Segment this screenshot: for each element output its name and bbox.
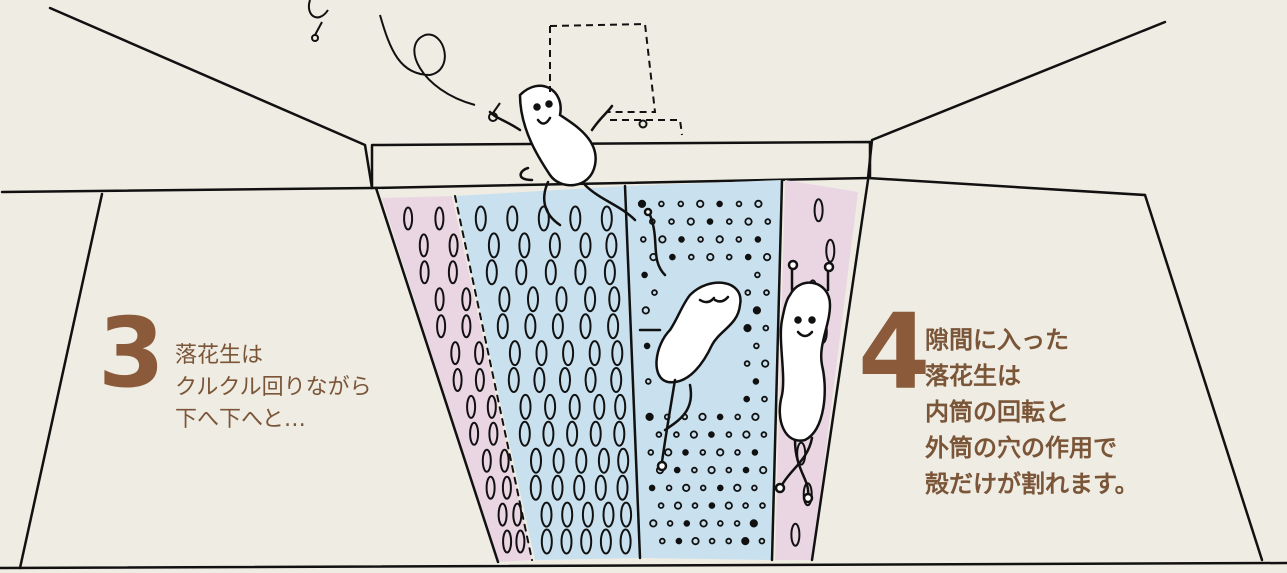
step-4-description: 隙間に入った 落花生は 内筒の回転と 外筒の穴の作用で 殻だけが割れます。 [925,322,1139,502]
dot [754,379,759,384]
step-4-line: 殻だけが割れます。 [925,466,1139,502]
dot [744,397,749,402]
dot [756,237,761,242]
dot [746,255,751,260]
step-3-line: 下へ下へと… [175,404,372,436]
step-3-number: 3 [98,305,165,401]
dot [718,486,723,491]
dot [683,450,688,455]
dot [717,202,722,207]
dot [718,415,723,420]
dot [646,414,652,420]
dot [677,539,682,544]
dot [708,219,713,224]
lid-rivet [640,121,647,128]
dot [709,432,714,437]
dashed-motion-box [550,24,682,135]
step-3-line: 落花生は [175,340,372,372]
dot [642,273,647,278]
dot [744,325,750,331]
step-3-line: クルクル回りながら [175,372,372,404]
dot [670,255,675,260]
dot [639,201,645,207]
dot [675,468,680,473]
dot [645,344,650,349]
swirl-motion-line [309,0,500,121]
dot [650,486,655,491]
step-4-line: 内筒の回転と [925,394,1139,430]
dot [754,307,760,313]
dot [684,521,689,526]
dot [710,503,715,508]
dot [753,450,758,455]
step-4-line: 落花生は [925,358,1139,394]
dot [751,520,757,526]
step-3-description: 落花生は クルクル回りながら 下へ下へと… [175,340,372,436]
step-4-line: 外筒の穴の作用で [925,430,1139,466]
dot [679,237,684,242]
dot [742,538,748,544]
step-4-line: 隙間に入った [925,322,1139,358]
dot [744,468,749,473]
step-4-number: 4 [858,300,930,404]
